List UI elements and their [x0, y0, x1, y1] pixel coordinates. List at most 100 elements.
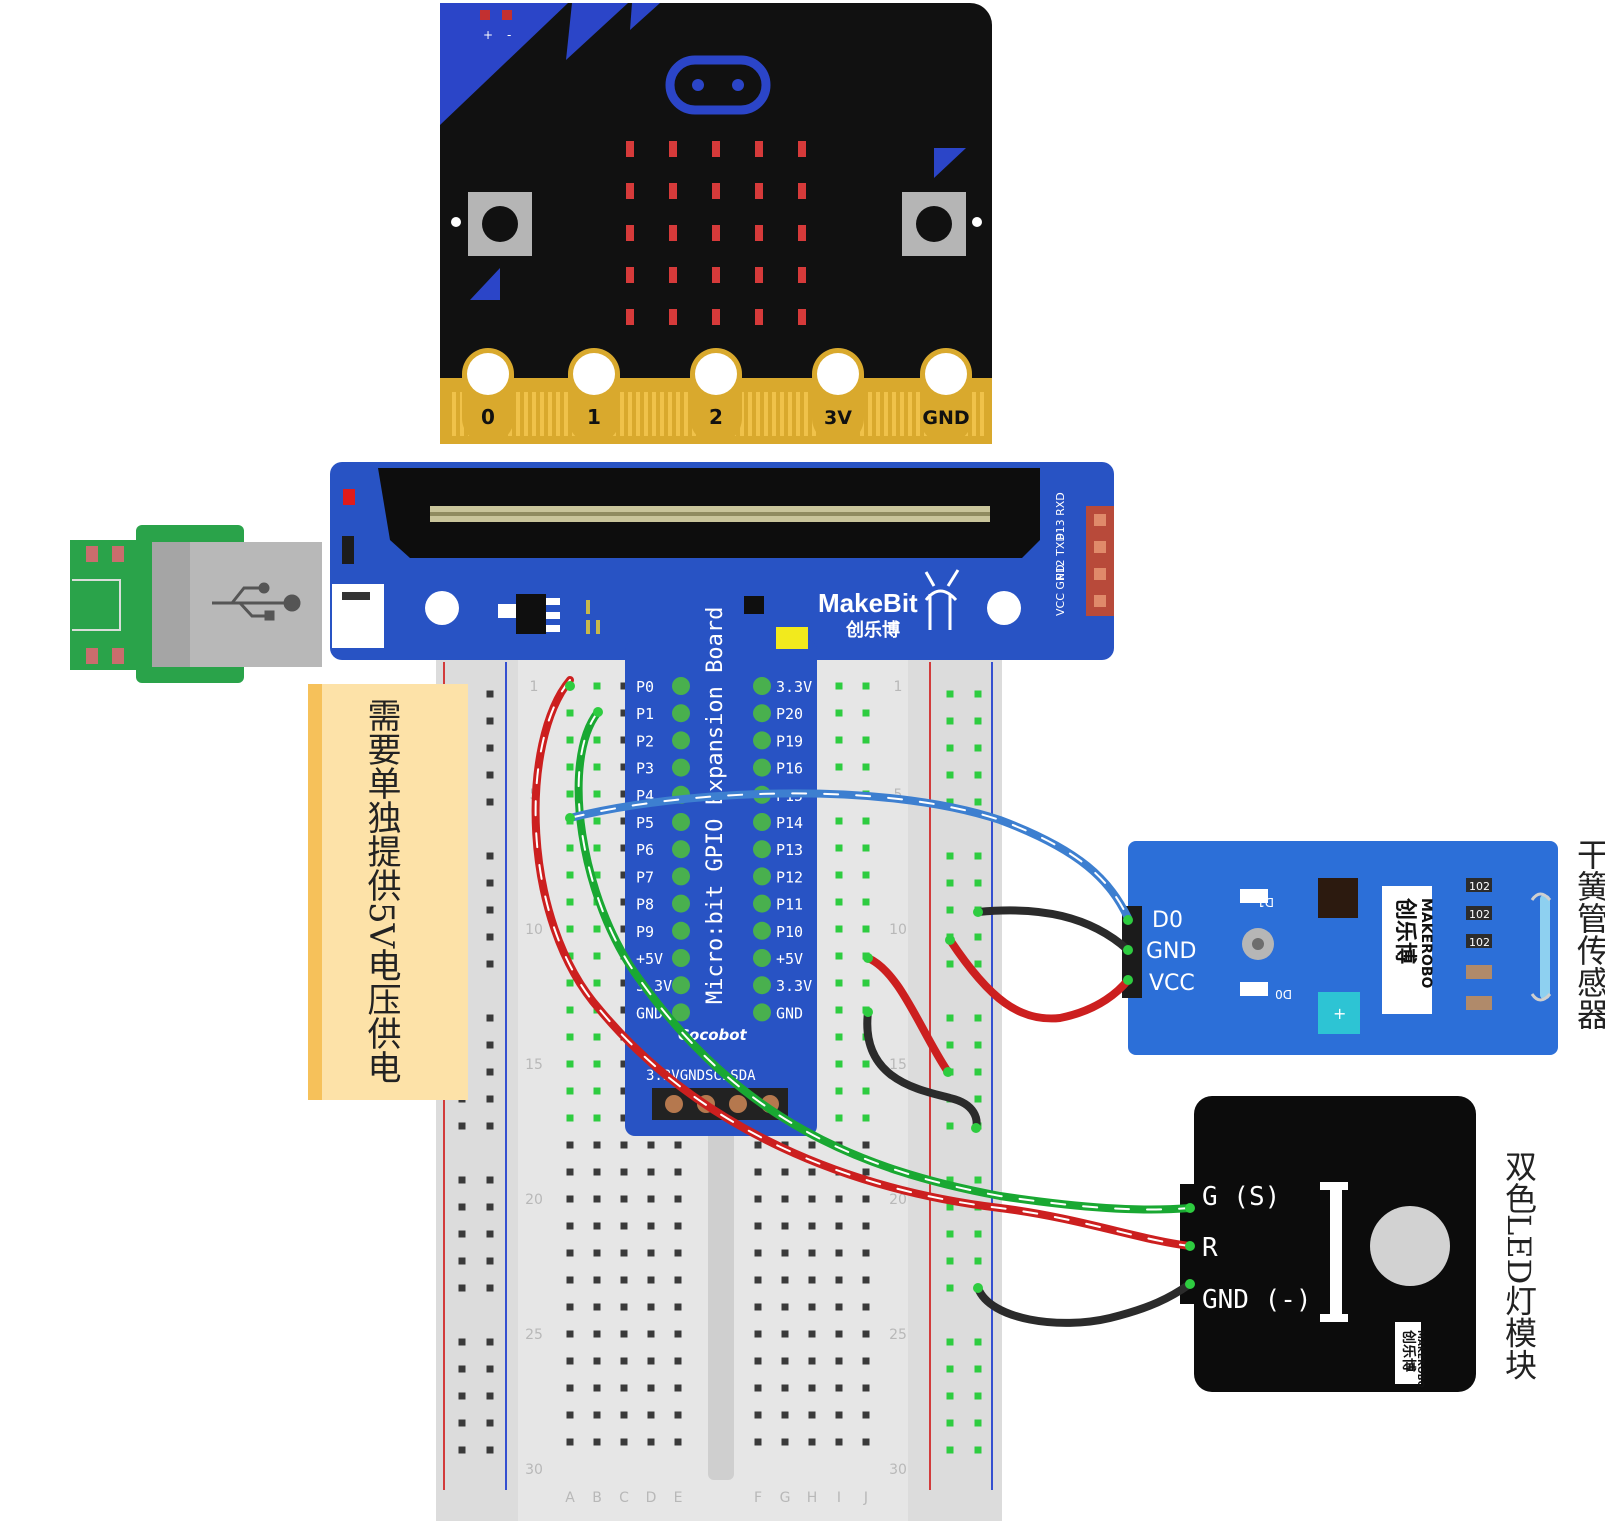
button-a-marker: [470, 268, 500, 300]
breadboard-hole: [781, 1411, 789, 1419]
edge-finger: [660, 392, 664, 436]
led-pixel: [798, 225, 806, 241]
breadboard-hole: [620, 763, 628, 771]
reed-glass-tube: [1540, 895, 1550, 999]
breadboard-hole: [620, 1087, 628, 1095]
breadboard-hole: [862, 871, 870, 879]
edge-finger: [764, 392, 768, 436]
rail-hole: [486, 690, 494, 698]
breadboard-hole: [566, 1168, 574, 1176]
rail-hole: [486, 1446, 494, 1454]
rail-hole: [946, 1446, 954, 1454]
edge-finger: [796, 392, 800, 436]
gpio-right-pin: [753, 813, 771, 831]
gpio-right-label: P11: [776, 896, 803, 914]
breadboard-hole: [566, 1114, 574, 1122]
edge-finger: [540, 392, 544, 436]
gpio-right-label: GND: [776, 1004, 803, 1022]
led-pixel: [669, 141, 677, 157]
button-b[interactable]: [902, 192, 966, 256]
breadboard-hole: [674, 1357, 682, 1365]
yellow-component: [776, 627, 808, 649]
rail-hole: [974, 1041, 982, 1049]
rail-hole: [458, 1257, 466, 1265]
led-matrix: [626, 141, 806, 325]
breadboard-hole: [566, 1276, 574, 1284]
rail-hole: [486, 960, 494, 968]
breadboard-hole: [674, 1303, 682, 1311]
rail-hole: [946, 852, 954, 860]
breadboard-hole: [674, 1222, 682, 1230]
breadboard-hole: [620, 1249, 628, 1257]
breadboard-hole: [835, 736, 843, 744]
edge-finger: [620, 392, 624, 436]
breadboard-hole: [862, 1168, 870, 1176]
resistor-label-1: 102: [1469, 880, 1490, 893]
rail-hole: [458, 1419, 466, 1427]
gpio-left-pin: [672, 677, 690, 695]
uart-label: VCC GND: [1054, 564, 1067, 616]
breadboard-hole: [781, 1330, 789, 1338]
rail-hole: [486, 1068, 494, 1076]
breadboard-hole: [620, 898, 628, 906]
button-a[interactable]: [468, 192, 532, 256]
breadboard-hole: [835, 1087, 843, 1095]
board-title: Micro:bit GPIO Expansion Board: [703, 607, 728, 1004]
breadboard-hole: [754, 1222, 762, 1230]
gpio-right-column: 3.3VP20P19P16P15P14P13P12P11P10+5V3.3VGN…: [753, 677, 812, 1022]
voltage-regulator: [516, 594, 546, 634]
row-number: 25: [525, 1327, 543, 1343]
gpio-right-pin: [753, 867, 771, 886]
rail-hole: [486, 1014, 494, 1022]
breadboard-hole: [620, 844, 628, 852]
breadboard-hole: [808, 1330, 816, 1338]
gpio-left-label: P3: [636, 760, 654, 778]
breadboard-hole: [593, 817, 601, 825]
led-pixel: [798, 267, 806, 283]
row-number: 30: [889, 1462, 907, 1478]
breadboard-hole: [593, 736, 601, 744]
breadboard-hole: [862, 1141, 870, 1149]
breadboard-hole: [862, 1438, 870, 1446]
uart-pin: [1094, 514, 1106, 526]
breadboard-hole: [862, 1384, 870, 1392]
breadboard-hole: [566, 844, 574, 852]
breadboard-hole: [620, 1060, 628, 1068]
rail-hole: [486, 1257, 494, 1265]
rail-hole: [486, 1122, 494, 1130]
column-letter: G: [780, 1490, 791, 1506]
breadboard-hole: [835, 1384, 843, 1392]
breadboard-hole: [781, 1384, 789, 1392]
breadboard-hole: [835, 952, 843, 960]
breadboard-hole: [835, 1249, 843, 1257]
gpio-left-pin: [672, 704, 690, 723]
wire-blue-d0: [566, 789, 1132, 922]
breadboard-hole: [808, 1195, 816, 1203]
gpio-left-label: P6: [636, 841, 654, 859]
gpio-right-pin: [753, 921, 771, 940]
wire-red-vcc-reed: [946, 936, 1132, 1023]
breadboard-hole: [566, 1087, 574, 1095]
rail-hole: [946, 1014, 954, 1022]
usb-plug: [70, 525, 322, 683]
reed-pin-vcc: VCC: [1149, 971, 1195, 996]
wire-black-gnd-led: [974, 1280, 1194, 1327]
gpio-right-pin: [753, 677, 771, 695]
gpio-right-label: P14: [776, 814, 803, 832]
edge-finger: [628, 392, 632, 436]
edge-finger: [780, 392, 784, 436]
breadboard-hole: [754, 1276, 762, 1284]
led-d1: [1240, 889, 1268, 903]
breadboard-hole: [862, 898, 870, 906]
brand-makebit: MakeBit: [818, 588, 918, 618]
breadboard-hole: [593, 1276, 601, 1284]
rail-hole: [974, 798, 982, 806]
led-pixel: [712, 225, 720, 241]
wires: [531, 676, 1195, 1327]
row-number: 20: [525, 1192, 543, 1208]
reed-brand-cn: 创乐博: [1392, 897, 1418, 964]
row-number: 30: [525, 1462, 543, 1478]
breadboard-hole: [647, 1438, 655, 1446]
edge-finger: [900, 392, 904, 436]
rail-hole: [974, 1095, 982, 1103]
